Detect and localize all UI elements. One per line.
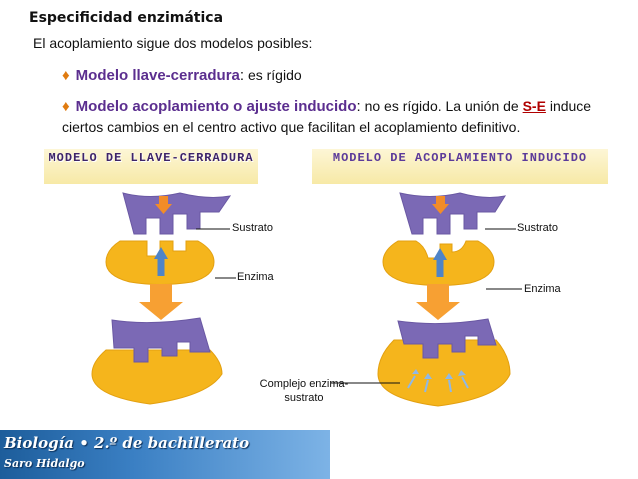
complex-enzyme-left — [91, 349, 223, 405]
banner-lock-key: MODELO DE LLAVE-CERRADURA — [44, 149, 258, 184]
bullet-desc: no es rígido. La unión de — [360, 98, 523, 114]
substrate-shape-left — [122, 192, 232, 235]
footer-bar — [0, 430, 330, 479]
page-title: Especificidad enzimática — [29, 10, 224, 26]
diamond-bullet-icon: ♦ — [62, 67, 70, 84]
big-arrow-down-icon — [416, 284, 460, 320]
substrate-shape-right — [399, 192, 507, 235]
bullet-name: Modelo llave-cerradura — [75, 67, 240, 84]
label-enzima-right: Enzima — [524, 283, 561, 295]
bullet-lock-key: ♦Modelo llave-cerradura: es rígido — [62, 67, 302, 84]
label-sustrato-left: Sustrato — [232, 222, 273, 234]
bullet-desc-2: induce ciertos cambios en el centro acti… — [62, 98, 592, 135]
intro-text: El acoplamiento sigue dos modelos posibl… — [33, 35, 313, 51]
label-enzima-left: Enzima — [237, 271, 274, 283]
complex-enzyme-right — [377, 339, 511, 407]
label-complejo: Complejo enzima- sustrato — [259, 378, 349, 404]
bullet-name: Modelo acoplamiento o ajuste inducido — [75, 98, 357, 115]
bullet-desc: es rígido — [244, 67, 302, 83]
bullet-induced-fit: ♦Modelo acoplamiento o ajuste inducido: … — [62, 98, 592, 135]
big-arrow-down-icon — [139, 284, 183, 320]
complex-substrate-left — [111, 317, 211, 363]
arrow-up-icon — [433, 248, 447, 277]
arrow-down-icon — [155, 196, 172, 214]
arrow-down-icon — [432, 196, 449, 214]
label-sustrato-right: Sustrato — [517, 222, 558, 234]
leader-lines — [196, 228, 522, 384]
induced-fit-arrows-icon — [407, 369, 469, 393]
banner-induced-fit: MODELO DE ACOPLAMIENTO INDUCIDO — [312, 149, 608, 184]
footer-author: Saro Hidalgo — [4, 457, 85, 470]
diamond-bullet-icon: ♦ — [62, 98, 70, 115]
se-term: S-E — [522, 98, 546, 114]
footer-course: Biología • 2.º de bachillerato — [4, 434, 250, 452]
complex-substrate-right — [397, 318, 497, 359]
arrow-up-icon — [154, 247, 168, 276]
